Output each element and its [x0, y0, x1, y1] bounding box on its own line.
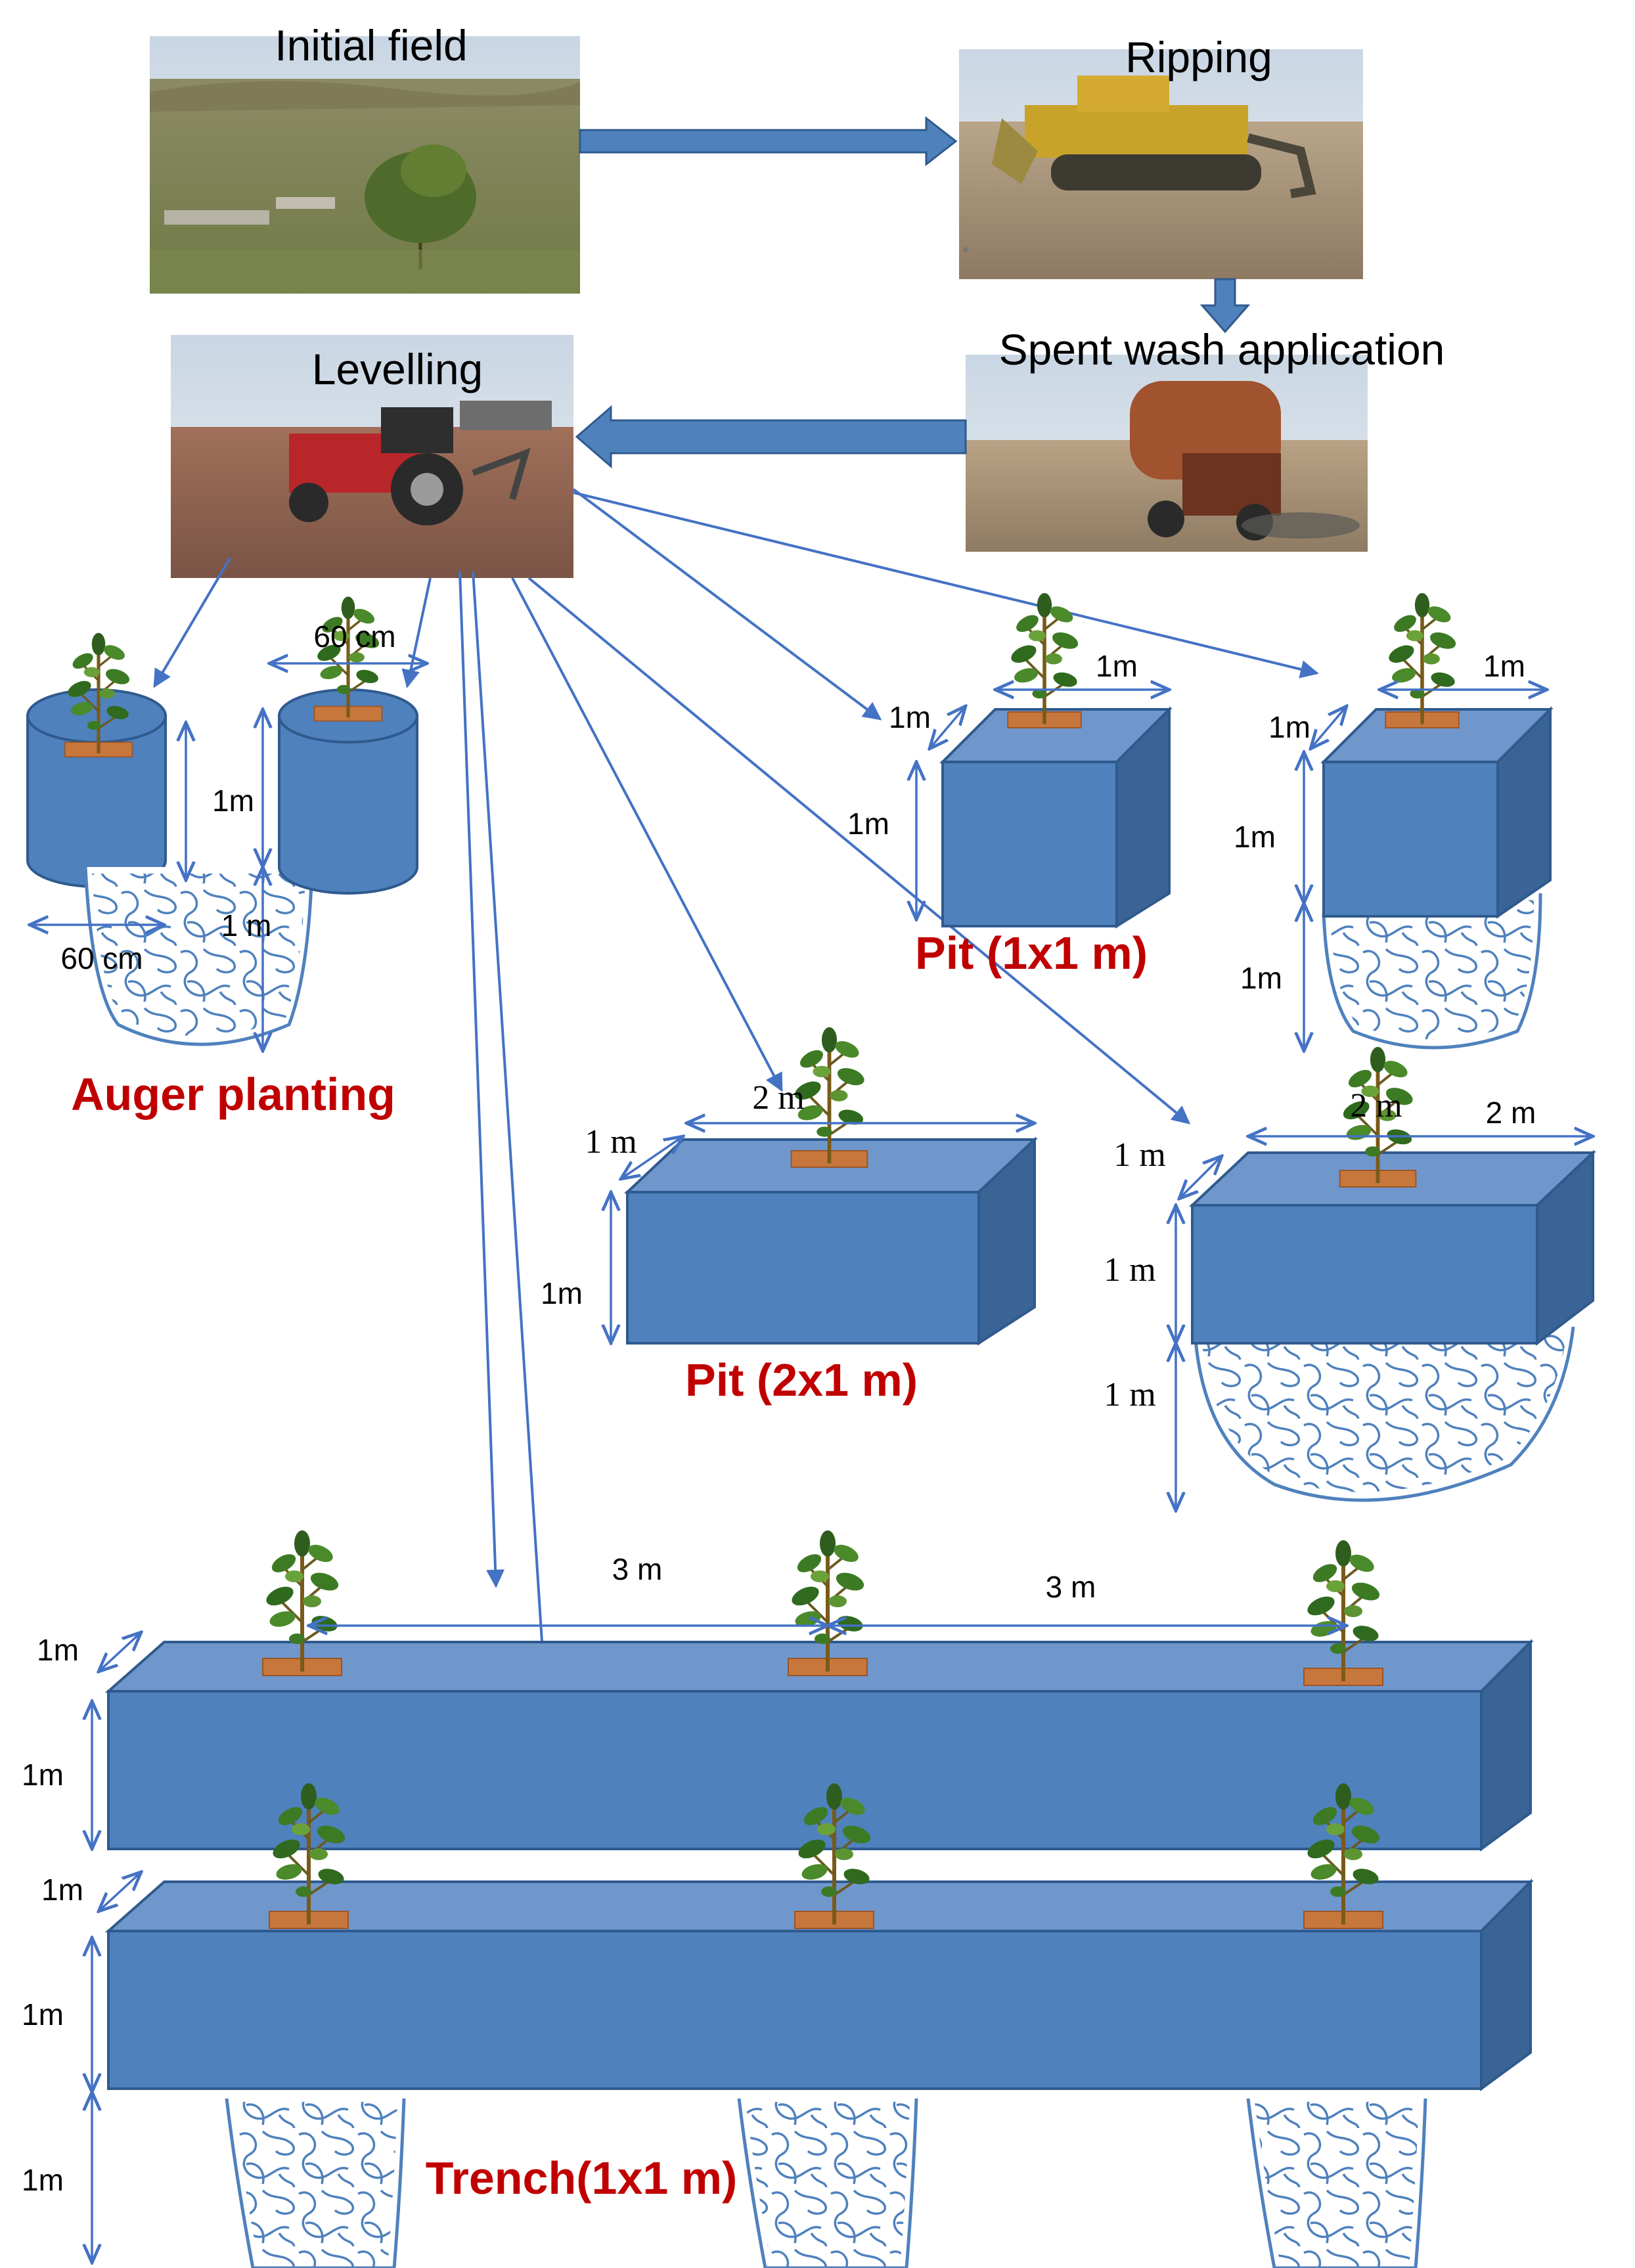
pit-1x1-dimension-lines	[916, 690, 1169, 920]
trench-dimension-lines	[92, 1626, 1347, 2263]
pit-2x1-right-height: 1 m	[1104, 1251, 1155, 1289]
auger-top-width: 60 cm	[313, 619, 395, 654]
arrow-to-ripping	[579, 116, 958, 167]
pit-1x1-right-depth: 1m	[1268, 710, 1310, 744]
initial-field-photo	[150, 36, 580, 294]
ripping-label: Ripping	[1125, 33, 1272, 81]
levelling-label: Levelling	[312, 345, 483, 393]
pit-2x1-dimension-lines	[611, 1123, 1035, 1343]
pit-1x1-right-below: 1m	[1240, 961, 1282, 995]
auger-depth: 1 m	[221, 908, 272, 943]
spent-wash-label: Spent wash application	[999, 325, 1445, 374]
arrow-to-levelling	[575, 405, 967, 469]
pit-1x1-box	[939, 706, 1173, 929]
auger-dimension-lines	[30, 663, 427, 1051]
trench-2-depth: 1m	[41, 1873, 83, 1907]
seedling	[1385, 593, 1458, 728]
trench-1	[104, 1639, 1534, 1852]
trench-2-below: 1m	[22, 2163, 64, 2197]
ripping-photo	[959, 49, 1363, 279]
trench-spacing-2: 3 m	[1046, 1570, 1096, 1604]
pit-1x1-height: 1m	[847, 807, 889, 841]
pit-2x1-width: 2 m	[752, 1079, 804, 1117]
pit-1x1-caption: Pit (1x1 m)	[915, 927, 1148, 979]
trench-root-zones	[225, 2098, 1427, 2268]
trench-1-depth: 1m	[37, 1633, 79, 1667]
pit-1x1-right-width: 1m	[1483, 649, 1525, 683]
pit-1x1-depth: 1m	[889, 700, 931, 734]
pit-1x1-root-zone	[1322, 893, 1542, 1050]
flow-arrows	[575, 116, 1251, 469]
auger-height: 1m	[212, 784, 254, 818]
pit-2x1-right-dimension-lines	[1176, 1136, 1593, 1511]
seedling	[1008, 593, 1081, 728]
pit-2x1-caption: Pit (2x1 m)	[685, 1354, 918, 1406]
auger-caption: Auger planting	[71, 1069, 395, 1120]
pit-2x1-right-width: 2 m	[1486, 1096, 1536, 1130]
pit-2x1-right-depth: 1 m	[1113, 1136, 1165, 1174]
trench-caption: Trench(1x1 m)	[426, 2152, 738, 2204]
pit-2x1-box	[623, 1136, 1039, 1346]
pit-2x1-right-mid: 2 m	[1350, 1087, 1402, 1124]
trench-spacing-1: 3 m	[612, 1552, 663, 1586]
levelling-photo	[171, 335, 573, 578]
pit-1x1-right-dimension-lines	[1304, 690, 1547, 1051]
pit-1x1-box-right	[1320, 706, 1554, 919]
pit-2x1-height: 1m	[541, 1276, 583, 1310]
arrow-to-spent-wash	[1199, 278, 1251, 334]
trench-2	[104, 1879, 1534, 2091]
auger-bottom-width: 60 cm	[60, 941, 143, 975]
pit-1x1-right-height: 1m	[1234, 820, 1276, 854]
trench-1-height: 1m	[22, 1758, 64, 1792]
pit-2x1-root-zone	[1194, 1326, 1575, 1502]
pit-2x1-right-below: 1 m	[1104, 1376, 1155, 1413]
pit-1x1-width: 1m	[1096, 649, 1138, 683]
spent-wash-photo	[966, 355, 1368, 552]
auger-cylinder-left	[26, 688, 167, 888]
distribution-arrows	[153, 488, 1319, 1848]
initial-field-label: Initial field	[275, 21, 468, 70]
trench-2-height: 1m	[22, 1997, 64, 2032]
pit-2x1-depth: 1 m	[585, 1123, 637, 1161]
